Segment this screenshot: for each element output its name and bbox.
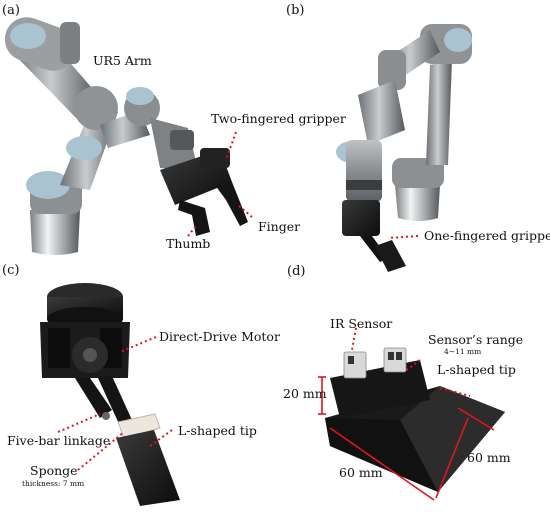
sponge — [117, 413, 161, 439]
gripper-thumb — [178, 200, 210, 236]
panel-c-gripper-closeup — [40, 283, 180, 506]
label-ir-sensor: IR Sensor — [330, 316, 393, 331]
panel-b-robot-arm — [336, 24, 472, 272]
label-l-shaped-tip-d: L-shaped tip — [437, 362, 516, 377]
label-depth-60mm: 60 mm — [467, 450, 511, 465]
label-ur5-arm: UR5 Arm — [93, 53, 152, 68]
leader-lines — [57, 131, 471, 471]
label-height-20mm: 20 mm — [283, 386, 327, 401]
label-sponge: Sponge — [30, 463, 78, 478]
panel-d-tip-detail — [325, 347, 505, 492]
gripper-finger — [215, 182, 248, 226]
label-l-shaped-tip-c: L-shaped tip — [178, 423, 257, 438]
panel-letter-b: (b) — [286, 3, 305, 18]
one-finger-gripper — [342, 200, 380, 236]
l-shaped-tip-c — [116, 430, 180, 506]
panel-letter-c: (c) — [2, 263, 20, 278]
label-width-60mm: 60 mm — [339, 465, 383, 480]
label-thumb: Thumb — [166, 236, 211, 251]
label-five-bar-linkage: Five-bar linkage — [7, 433, 111, 448]
ir-sensor-right — [383, 347, 407, 373]
panel-letter-a: (a) — [2, 3, 20, 18]
label-two-fingered-gripper: Two-fingered gripper — [211, 111, 346, 126]
dimension-lines — [318, 376, 495, 501]
arm-base-b — [395, 185, 440, 221]
label-direct-drive-motor: Direct-Drive Motor — [159, 329, 280, 344]
arm-base — [30, 210, 80, 255]
ir-sensor-left — [343, 351, 367, 379]
label-one-fingered-gripper: One-fingered gripper — [424, 228, 550, 243]
label-sponge-thickness: thickness: 7 mm — [22, 479, 85, 488]
panel-letter-d: (d) — [287, 264, 306, 279]
label-finger: Finger — [258, 219, 301, 234]
label-sensor-range: Sensor’s range — [428, 332, 524, 347]
panel-a-robot-arm — [4, 17, 248, 255]
five-bar-linkage — [75, 378, 112, 418]
label-sensor-range-value: 4∼11 mm — [444, 347, 482, 356]
